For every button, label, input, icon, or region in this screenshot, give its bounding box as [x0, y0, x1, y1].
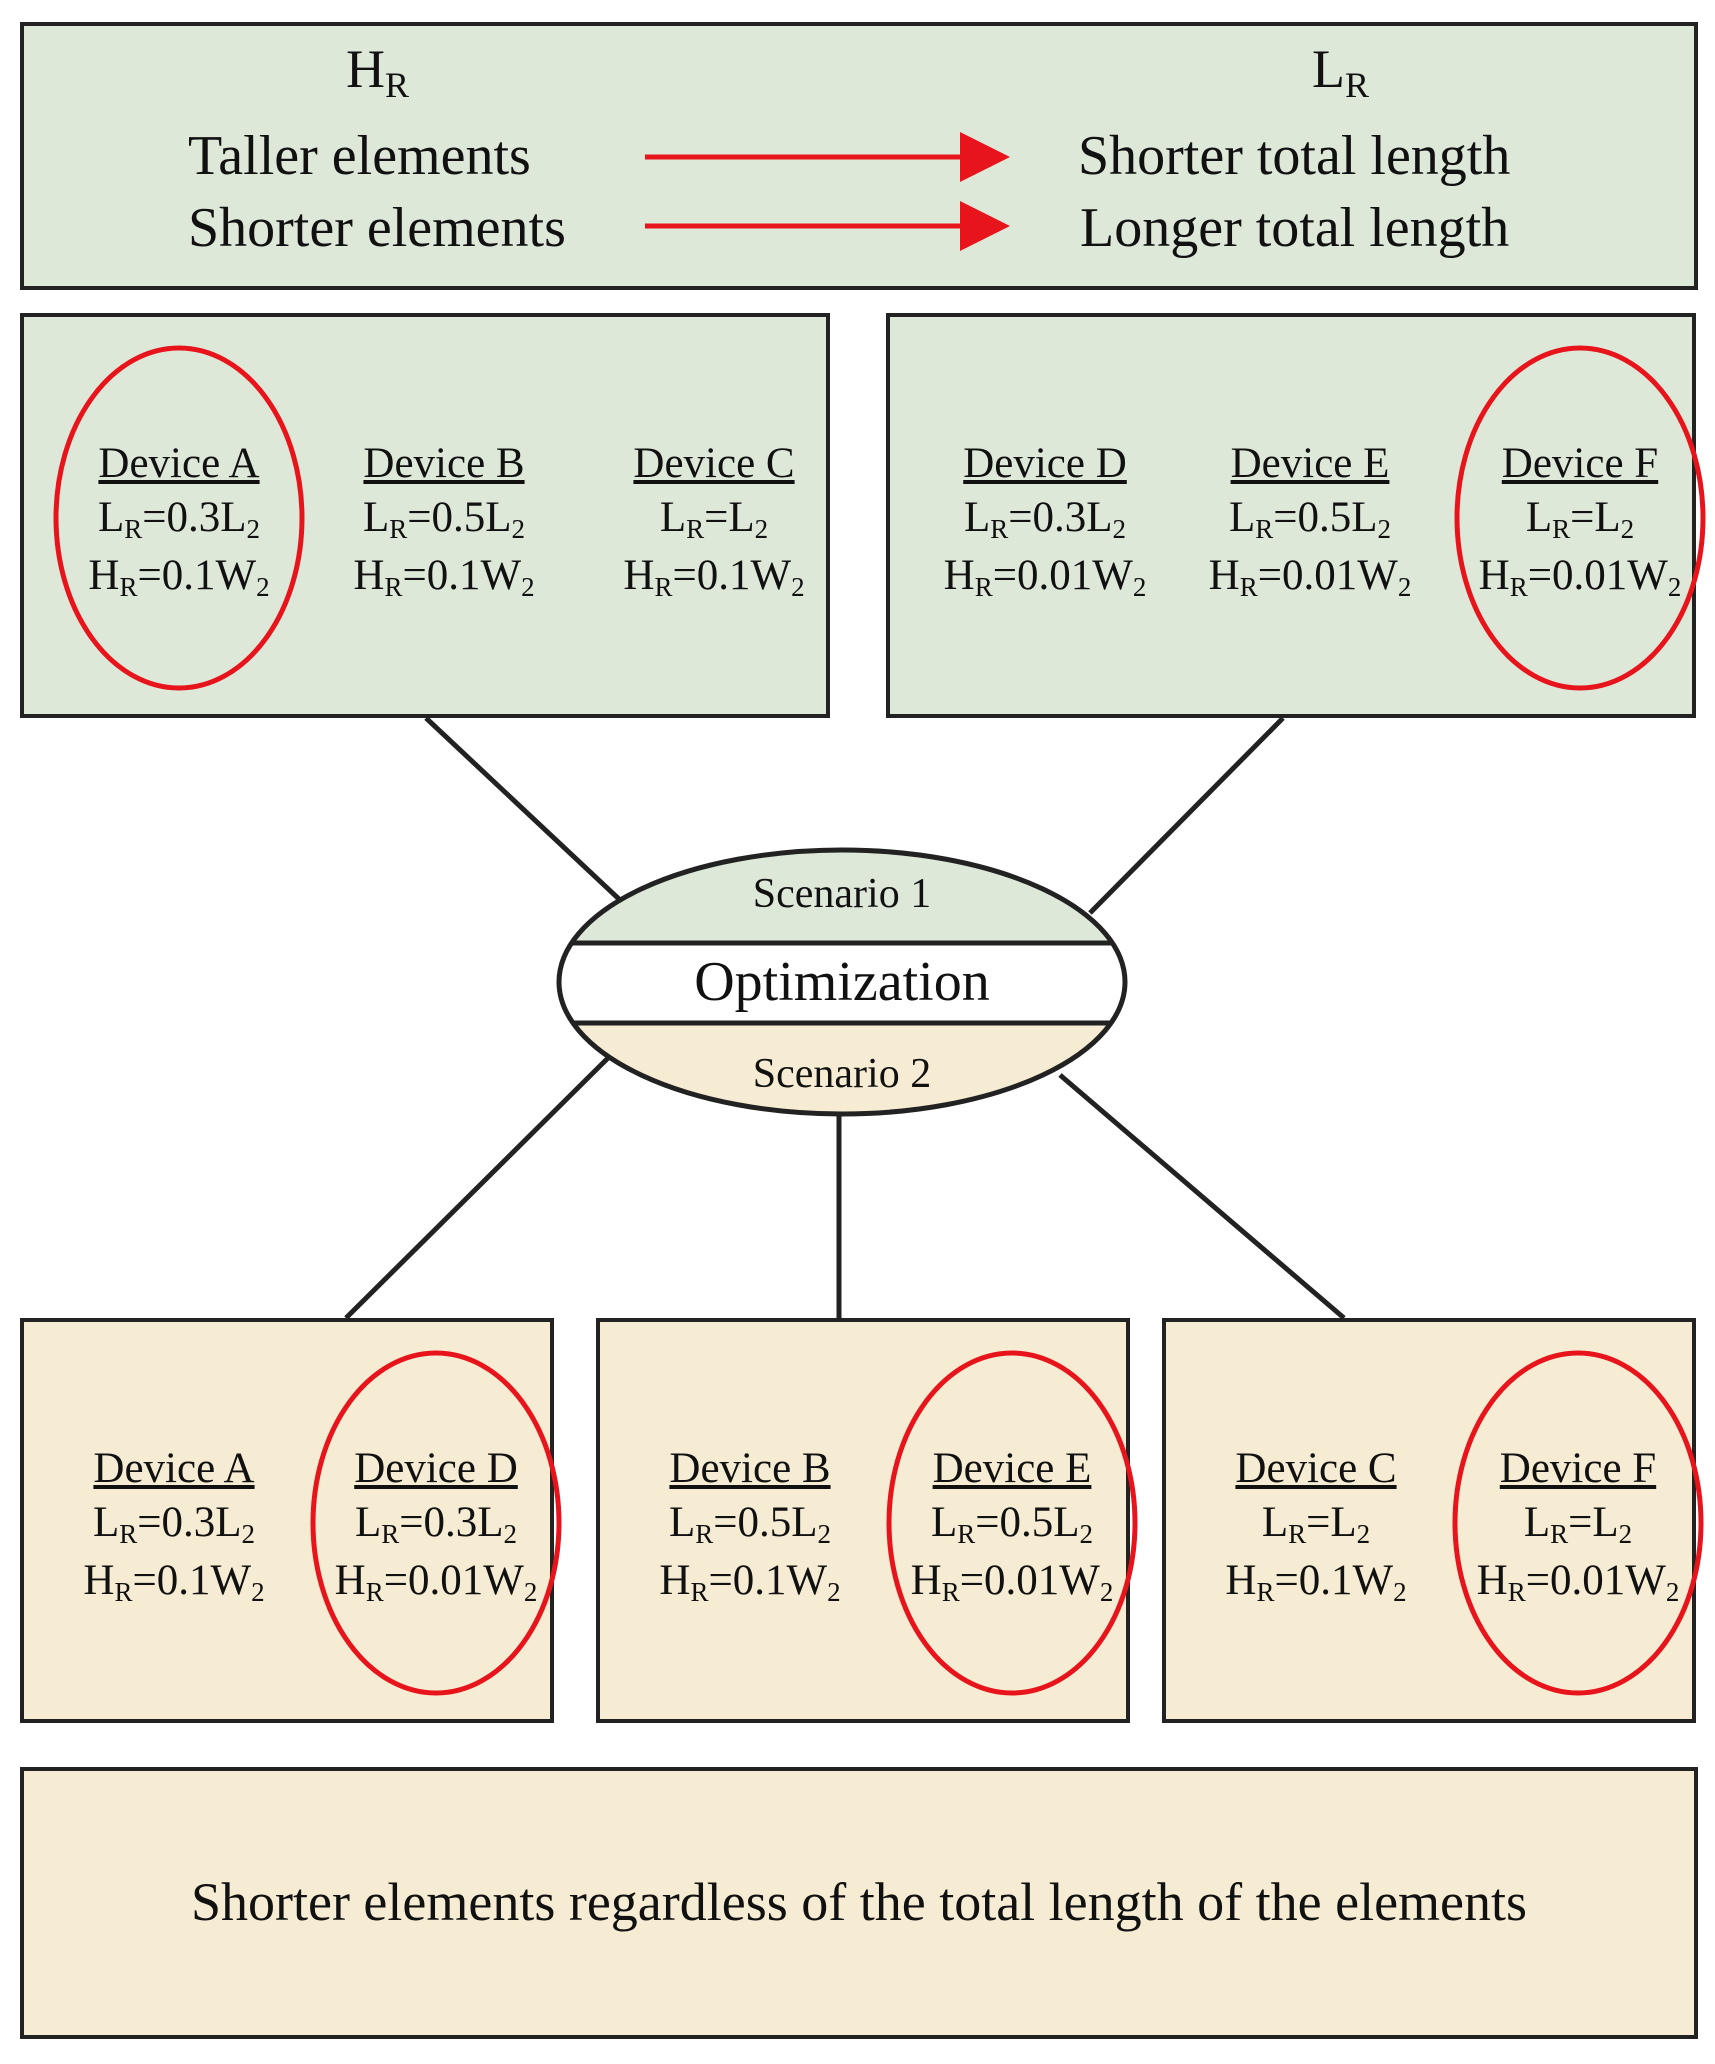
device-height: HR=0.01W2	[1208, 552, 1412, 602]
shorter-elements-label: Shorter elements	[188, 197, 566, 259]
longer-total-length-label: Longer total length	[1080, 197, 1510, 259]
device-length: LR=0.3L2	[963, 494, 1127, 544]
device-height: HR=0.01W2	[1476, 1557, 1680, 1607]
device-name: Device E	[1230, 440, 1390, 487]
device-length: LR=0.5L2	[362, 494, 526, 544]
device-name: Device A	[98, 440, 260, 487]
optimization-label: Optimization	[694, 951, 990, 1013]
device-height: HR=0.01W2	[943, 552, 1147, 602]
device-length: LR=L2	[1261, 1499, 1371, 1549]
lr-heading: LR	[1312, 39, 1370, 105]
connector-line-5	[1058, 1073, 1346, 1320]
taller-elements-label: Taller elements	[188, 125, 531, 187]
device-height: HR=0.1W2	[659, 1557, 841, 1607]
device-height: HR=0.01W2	[334, 1557, 538, 1607]
device-length: LR=L2	[1523, 1499, 1633, 1549]
device-length: LR=0.5L2	[1228, 494, 1392, 544]
device-name: Device A	[93, 1445, 255, 1492]
device-length: LR=0.3L2	[92, 1499, 256, 1549]
scenario1-label: Scenario 1	[752, 871, 932, 917]
device-height: HR=0.1W2	[353, 552, 535, 602]
device-height: HR=0.1W2	[83, 1557, 265, 1607]
device-length: LR=0.3L2	[354, 1499, 518, 1549]
highlight-circle-device-e-s2	[886, 1350, 1138, 1696]
device-name: Device D	[963, 440, 1127, 487]
device-height: HR=0.01W2	[910, 1557, 1114, 1607]
scenario2-label: Scenario 2	[752, 1051, 932, 1097]
device-length: LR=L2	[659, 494, 769, 544]
device-length: LR=0.5L2	[930, 1499, 1094, 1549]
highlight-circle-device-d-s2	[310, 1350, 562, 1696]
footer-text: Shorter elements regardless of the total…	[190, 1872, 1528, 1932]
connector-line-2	[1088, 716, 1285, 915]
device-length: LR=L2	[1525, 494, 1635, 544]
device-length: LR=0.3L2	[97, 494, 261, 544]
header-box: HR LR Taller elements Shorter total leng…	[20, 22, 1698, 290]
device-name: Device F	[1499, 1445, 1657, 1492]
hr-heading: HR	[346, 39, 410, 105]
device-height: HR=0.01W2	[1478, 552, 1682, 602]
device-height: HR=0.1W2	[623, 552, 805, 602]
device-name: Device C	[1235, 1445, 1397, 1492]
device-name: Device B	[363, 440, 525, 487]
device-height: HR=0.1W2	[1225, 1557, 1407, 1607]
connector-line-3	[344, 1056, 610, 1320]
optimization-oval	[556, 847, 1128, 1117]
highlight-circle-device-a	[53, 345, 305, 691]
connector-line-1	[424, 716, 622, 902]
device-name: Device C	[633, 440, 795, 487]
footer-box: Shorter elements regardless of the total…	[20, 1767, 1698, 2039]
device-name: Device B	[669, 1445, 831, 1492]
highlight-circle-device-f	[1454, 345, 1706, 691]
device-name: Device F	[1501, 440, 1659, 487]
device-height: HR=0.1W2	[88, 552, 270, 602]
device-length: LR=0.5L2	[668, 1499, 832, 1549]
device-name: Device E	[932, 1445, 1092, 1492]
shorter-total-length-label: Shorter total length	[1078, 125, 1511, 187]
device-name: Device D	[354, 1445, 518, 1492]
highlight-circle-device-f-s2	[1452, 1350, 1704, 1696]
